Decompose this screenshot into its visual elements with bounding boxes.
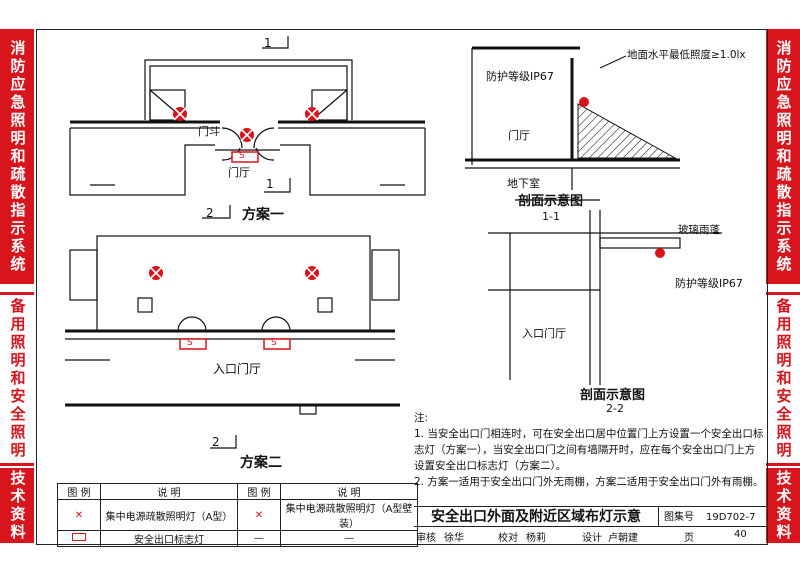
legend-symbol-wall-lamp: ✕ [237,499,281,531]
section2-canopy-label: 玻璃雨蓬 [678,224,720,236]
plan1-exit-sign [231,151,259,163]
section1-hall-label: 门厅 [508,129,530,142]
legend-head-desc: 说 明 [100,483,238,500]
plan2-drawing [65,235,400,449]
section2-lamp [655,248,665,258]
legend-desc-3: 集中电源疏散照明灯（A型壁装） [280,499,418,531]
plan1-hall-label: 门厅 [228,166,250,179]
note-2: 2. 方案一适用于安全出口门外无雨棚，方案二适用于安全出口门外有雨棚。 [414,476,764,488]
side-right-bot: 技术资料 [766,468,800,543]
section1-leader [599,55,627,69]
review-label: 审核 [416,533,436,544]
note-1: 1. 当安全出口门相连时，可在安全出口居中位置门上方设置一个安全出口标志灯（方案… [414,428,764,472]
section1-num: 1-1 [542,210,560,223]
side-right-mid: 备用照明和安全照明 [766,292,800,466]
legend-dash-2: — [280,530,418,547]
design-label: 设计 [582,533,602,544]
legend-symbol-exit-sign [57,530,101,547]
section1-lamp [579,97,589,107]
page-label: 页 [684,533,694,544]
section1-illum-label: 地面水平最低照度≥1.0lx [627,49,746,61]
signature-row: 审核 徐华 校对 杨莉 设计 卢朝建 页 40 [414,526,766,544]
plan2-exit-sign-left [179,338,207,350]
plan1-section-mark-2: 1 [266,177,274,191]
legend-dash-1: — [237,530,281,547]
side-right-top-label: 消防应急照明和疏散指示系统 [774,39,793,274]
section1-basement-label: 地下室 [507,177,540,190]
plan1-section-mark: 1 [264,36,272,50]
side-right-mid-label: 备用照明和安全照明 [774,298,793,460]
plan1-sign-letter: S [239,151,245,161]
checker-name: 杨莉 [526,533,546,544]
section2-hall-label: 入口门厅 [522,327,566,340]
plan2-name-num: 2 [212,435,220,449]
designer-name: 卢朝建 [608,533,638,544]
plan1-lamps [172,106,320,143]
section1-illum-area [577,103,677,159]
atlas-label: 图集号 [664,512,694,523]
notes-head: 注: [414,412,429,424]
notes: 注: 1. 当安全出口门相连时，可在安全出口居中位置门上方设置一个安全出口标志灯… [414,410,764,490]
atlas-number: 19D702-7 [706,512,756,523]
wall-lamp-icon: ✕ [254,509,264,521]
plan2-sign-letter-left: S [187,338,193,348]
side-left-bot: 技术资料 [0,468,34,543]
check-label: 校对 [498,533,518,544]
plan2-sign-letter-right: S [271,338,277,348]
legend-head-desc-2: 说 明 [280,483,418,500]
page-number: 40 [734,529,747,540]
section2-num: 2-2 [606,402,624,415]
side-right-top: 消防应急照明和疏散指示系统 [766,29,800,284]
plan2-hall-label: 入口门厅 [213,362,262,376]
legend-head-symbol: 图 例 [57,483,101,500]
side-left-top: 消防应急照明和疏散指示系统 [0,29,34,284]
plan1-name: 方案一 [242,207,284,223]
legend-desc-1: 集中电源疏散照明灯（A型） [100,499,238,531]
legend-desc-2: 安全出口标志灯 [100,530,238,547]
section1-title: 剖面示意图 [518,194,584,209]
legend-table: 图 例 说 明 图 例 说 明 ✕ 集中电源疏散照明灯（A型） ✕ 集中电源疏散… [57,483,418,547]
plan2-name: 方案二 [240,455,282,471]
plan1-name-num: 2 [206,206,214,220]
side-right-bot-label: 技术资料 [774,469,793,542]
section1-drawing [465,46,680,201]
side-left-mid-label: 备用照明和安全照明 [8,298,27,460]
side-left-bot-label: 技术资料 [8,469,27,542]
reviewer-name: 徐华 [444,533,464,544]
section1-ip-label: 防护等级IP67 [486,70,554,83]
exit-sign-icon [72,533,86,541]
side-left-mid: 备用照明和安全照明 [0,292,34,466]
plan2-exit-sign-right [263,338,291,350]
legend-head-symbol-2: 图 例 [237,483,281,500]
plan1-door-bucket-label: 门斗 [198,125,220,138]
side-left-top-label: 消防应急照明和疏散指示系统 [8,39,27,274]
section2-drawing [488,210,722,385]
plan2-lamps [148,265,320,281]
legend-symbol-a-lamp: ✕ [57,499,101,531]
drawing-title: 安全出口外面及附近区域布灯示意 [414,507,659,527]
title-block: 安全出口外面及附近区域布灯示意 图集号 19D702-7 [414,506,766,544]
x-lamp-icon: ✕ [74,509,84,521]
section2-ip-label: 防护等级IP67 [675,277,743,290]
plan1-drawing [69,36,426,219]
section2-title: 剖面示意图 [580,388,646,403]
